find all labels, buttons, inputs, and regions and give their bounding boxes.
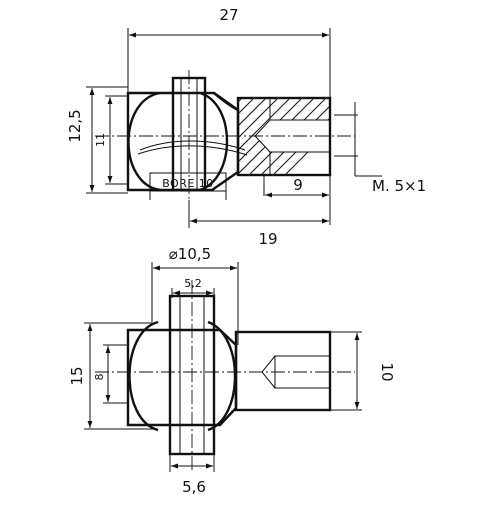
top-view: 27 12,5 11 BORE 10 9 M. 5×1 19 xyxy=(66,6,426,248)
thread-lines xyxy=(270,119,330,153)
ball-front-left xyxy=(128,320,159,432)
dim-thread-length: 9 xyxy=(293,176,303,194)
bore-label: BORE 10 xyxy=(162,177,214,190)
dim-pin-width: 5,6 xyxy=(182,478,206,496)
dim-height-inner-bottom: 8 xyxy=(93,374,106,381)
dim-height-inner-top: 11 xyxy=(94,133,107,147)
dim-height-outer-top: 12,5 xyxy=(66,109,84,142)
dim-height-outer-bottom: 15 xyxy=(68,366,86,385)
dim-ball-diameter: ⌀10,5 xyxy=(169,245,211,263)
shank-hatching xyxy=(237,97,330,176)
dim-shank-height: 10 xyxy=(378,362,396,381)
dim-slot-width: 5,2 xyxy=(184,277,202,290)
neck-upper xyxy=(213,92,239,112)
bore-label-box xyxy=(149,172,227,192)
socket-front-outline xyxy=(126,328,238,427)
ball-contour xyxy=(127,91,161,192)
ball-contour-right xyxy=(199,91,229,192)
spring-clip xyxy=(137,140,248,156)
bottom-view: ⌀10,5 5,2 15 8 10 5,6 xyxy=(68,245,396,496)
dim-overall-length: 27 xyxy=(219,6,238,24)
shank-front xyxy=(234,330,332,412)
ball-pin-front xyxy=(168,294,216,456)
dim-center-to-end: 19 xyxy=(258,230,277,248)
thread-bore-edge xyxy=(270,97,331,176)
thread-spec: M. 5×1 xyxy=(372,177,426,195)
